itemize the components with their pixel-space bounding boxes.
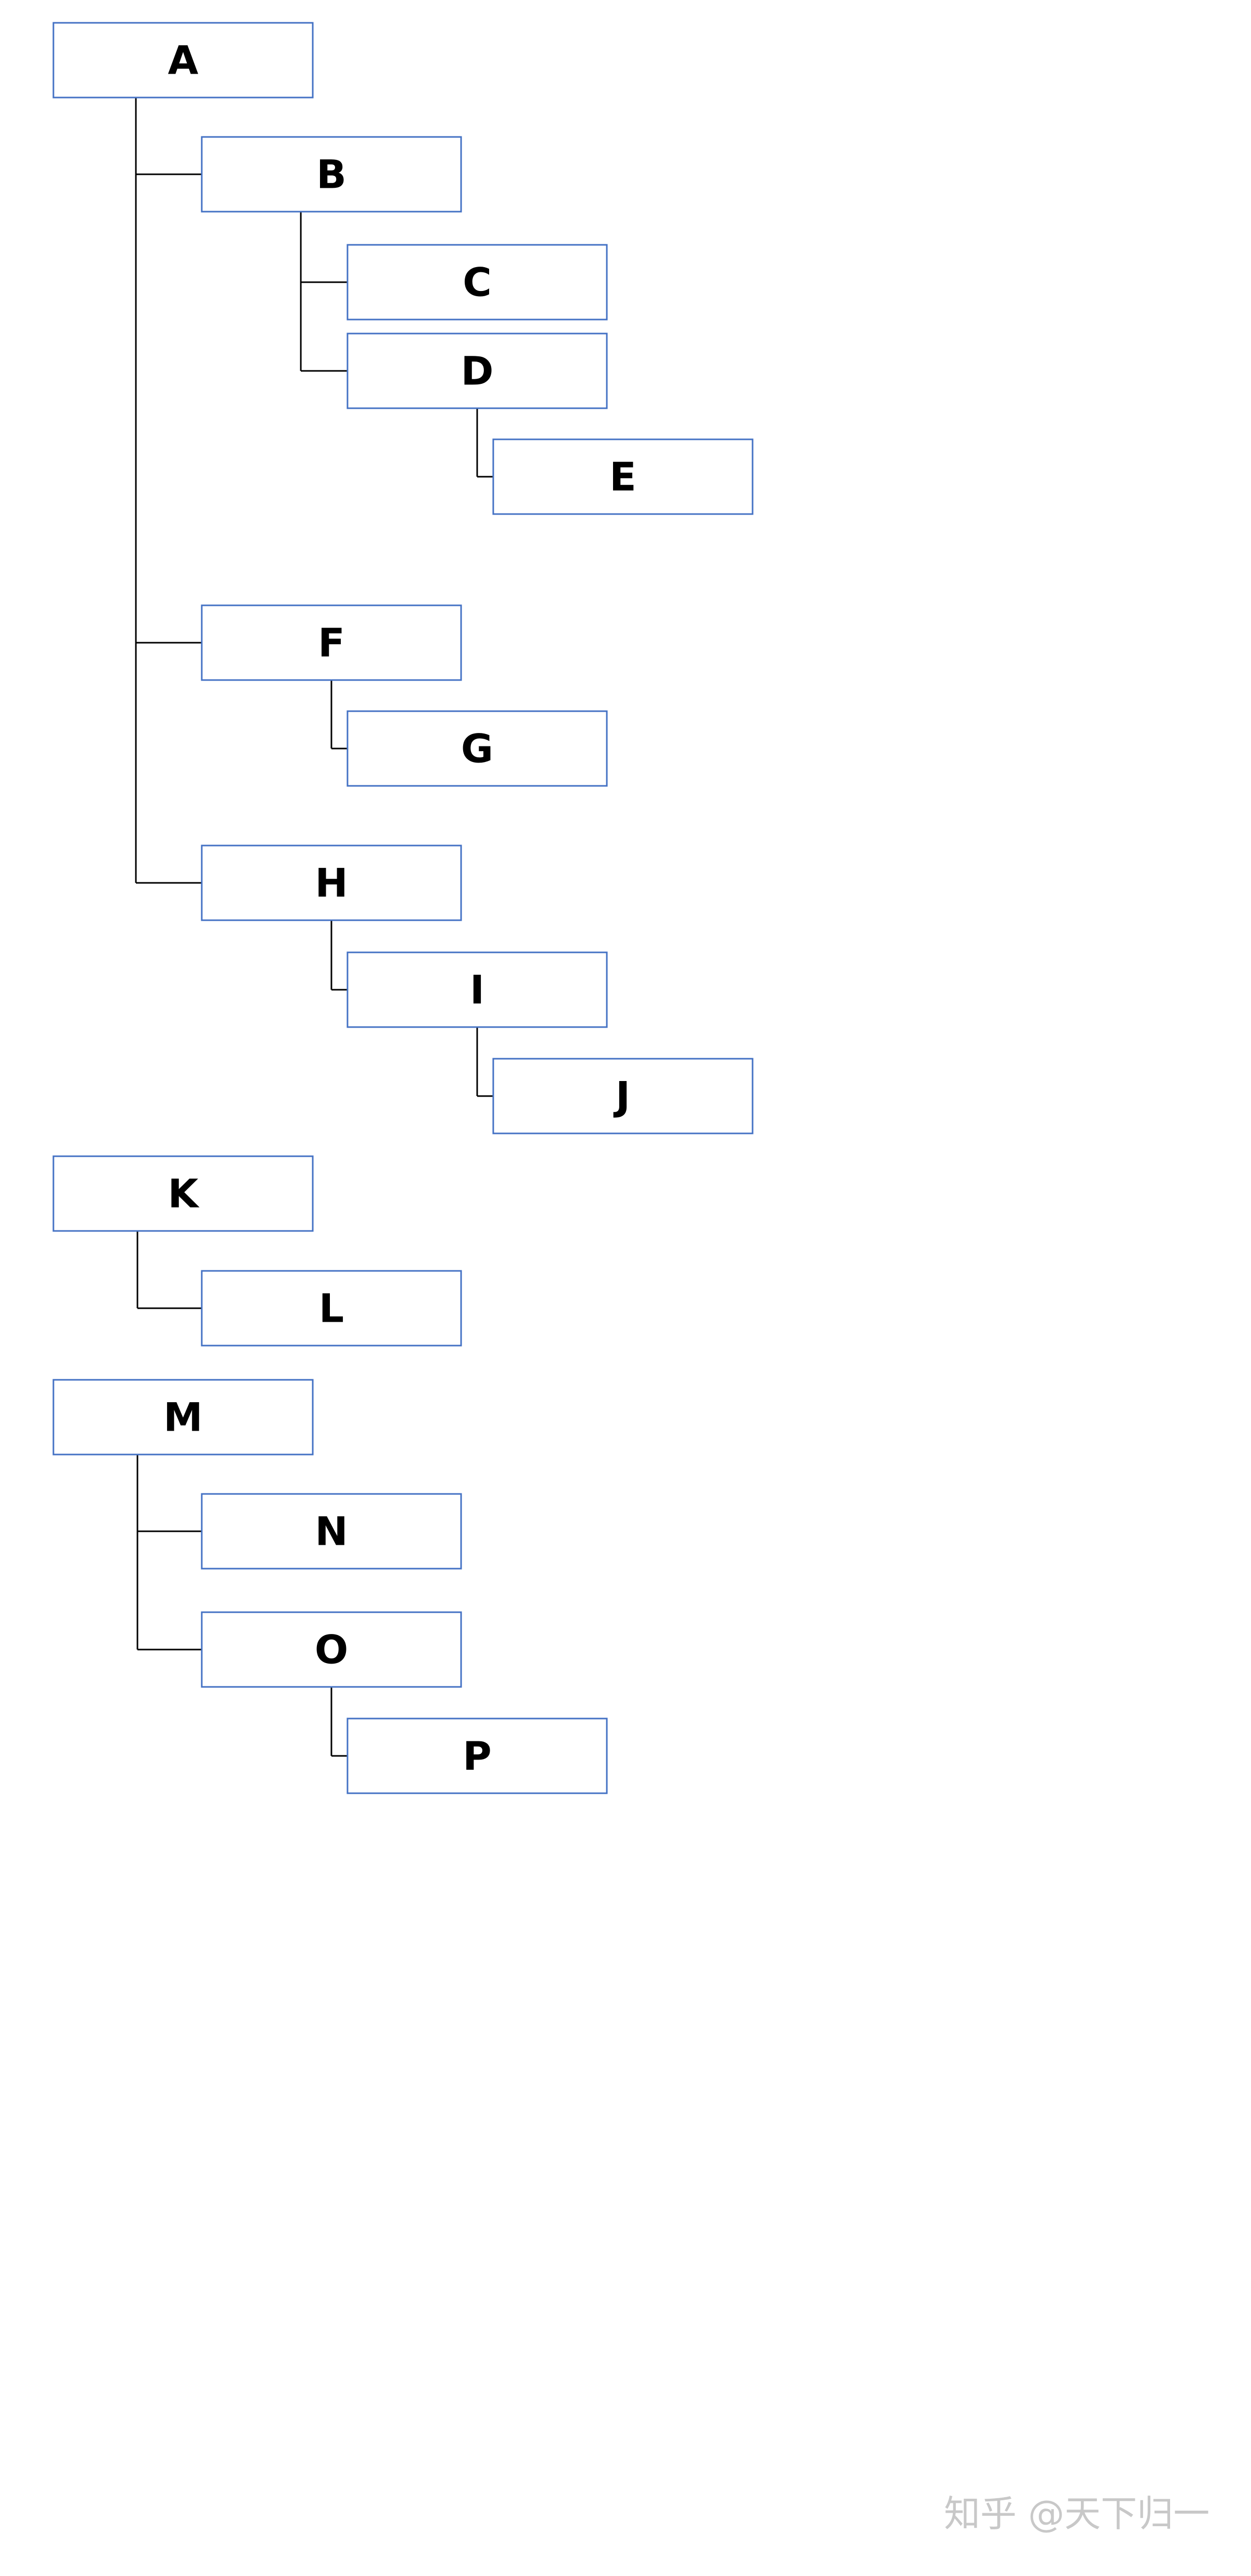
- node-D: D: [346, 333, 608, 409]
- node-label-J: J: [613, 1073, 630, 1119]
- node-B: B: [201, 136, 462, 213]
- node-A: A: [52, 22, 314, 99]
- connectors: [135, 98, 493, 1757]
- node-label-G: G: [461, 726, 493, 772]
- node-label-N: N: [315, 1508, 348, 1555]
- node-label-O: O: [315, 1627, 349, 1673]
- node-O: O: [201, 1611, 462, 1688]
- node-box-J: [492, 1058, 754, 1134]
- node-box-D: [346, 333, 608, 409]
- node-box-O: [201, 1611, 462, 1688]
- node-label-P: P: [463, 1733, 492, 1779]
- node-box-L: [201, 1270, 462, 1347]
- node-box-G: [346, 710, 608, 787]
- node-G: G: [346, 710, 608, 787]
- node-box-C: [346, 244, 608, 321]
- node-label-F: F: [318, 620, 345, 666]
- node-C: C: [346, 244, 608, 321]
- node-box-H: [201, 844, 462, 921]
- node-box-I: [346, 951, 608, 1028]
- watermark: 知乎 @天下归一: [944, 2492, 1210, 2535]
- nodes: A B CD E F G H I J K L M N O P: [52, 22, 754, 1794]
- node-label-B: B: [316, 151, 346, 198]
- node-M: M: [52, 1379, 314, 1456]
- node-F: F: [201, 604, 462, 681]
- node-box-P: [346, 1718, 608, 1794]
- node-L: L: [201, 1270, 462, 1347]
- node-label-E: E: [609, 454, 636, 500]
- node-H: H: [201, 844, 462, 921]
- node-box-M: [52, 1379, 314, 1456]
- node-label-M: M: [163, 1394, 203, 1441]
- node-label-I: I: [470, 967, 484, 1013]
- node-label-C: C: [463, 259, 492, 306]
- node-label-H: H: [315, 860, 348, 906]
- node-label-K: K: [168, 1171, 200, 1217]
- node-N: N: [201, 1493, 462, 1570]
- node-K: K: [52, 1155, 314, 1232]
- node-P: P: [346, 1718, 608, 1794]
- node-J: J: [492, 1058, 754, 1134]
- node-box-E: [492, 438, 754, 515]
- node-label-D: D: [461, 348, 493, 394]
- node-box-B: [201, 136, 462, 213]
- node-E: E: [492, 438, 754, 515]
- node-box-A: [52, 22, 314, 99]
- node-label-L: L: [319, 1285, 344, 1332]
- node-box-N: [201, 1493, 462, 1570]
- node-box-K: [52, 1155, 314, 1232]
- node-box-F: [201, 604, 462, 681]
- node-label-A: A: [168, 37, 199, 84]
- node-I: I: [346, 951, 608, 1028]
